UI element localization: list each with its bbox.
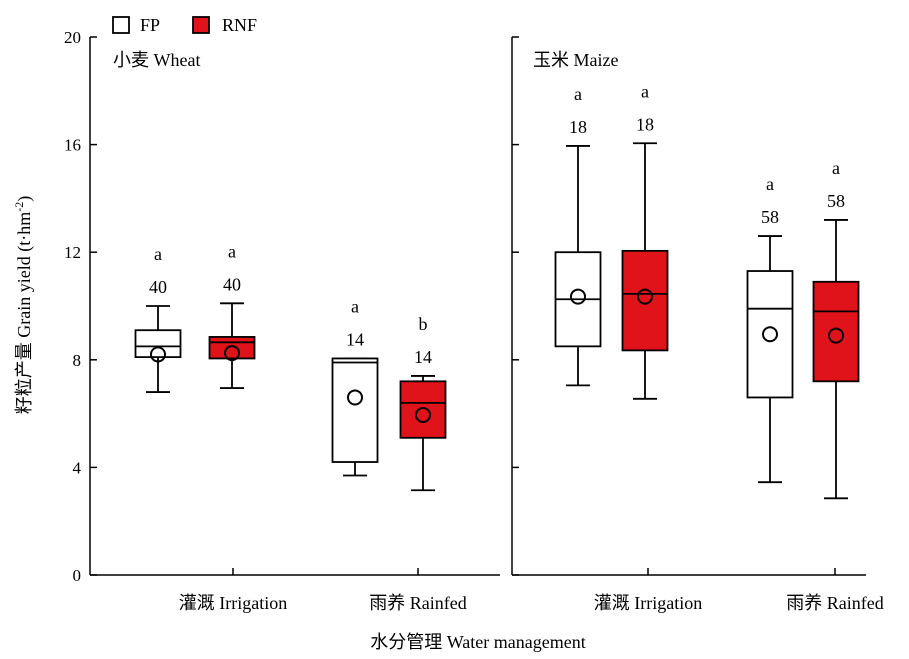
mean-marker — [224, 345, 240, 362]
y-tick-label: 20 — [64, 28, 81, 47]
significance-letter: b — [419, 314, 428, 334]
box-iqr — [331, 357, 379, 463]
x-tick-label: 灌溉 Irrigation — [594, 593, 702, 613]
significance-letter: a — [228, 241, 236, 261]
panel-maize: 玉米 Maize 灌溉 Irrigation 18 a 18 a 雨养 Rainfed 58 a… — [511, 36, 884, 613]
mean-marker — [828, 327, 844, 344]
panel-wheat: 0 4 8 12 16 20 小麦 Wheat 灌溉 Irrigation 40 a 40 a 雨养 R… — [64, 28, 500, 613]
panel-title: 小麦 Wheat — [113, 50, 200, 70]
y-tick-label: 12 — [64, 243, 81, 262]
x-axis-label: 水分管理 Water management — [370, 632, 585, 652]
x-tick-label: 雨养 Rainfed — [369, 593, 466, 613]
x-tick-label: 雨养 Rainfed — [786, 593, 883, 613]
box-rnf: 14 b — [399, 314, 447, 492]
sample-size-label: 58 — [761, 207, 779, 227]
significance-letter: a — [154, 244, 162, 264]
mean-marker — [570, 288, 586, 305]
y-tick-label: 16 — [64, 136, 81, 155]
box-iqr — [399, 380, 447, 439]
panels: 0 4 8 12 16 20 小麦 Wheat 灌溉 Irrigation 40 a 40 a 雨养 R… — [64, 28, 884, 613]
box-rnf: 58 a — [812, 158, 860, 500]
significance-letter: a — [641, 81, 649, 101]
mean-marker — [347, 389, 363, 406]
sample-size-label: 40 — [223, 274, 241, 294]
legend-label-rnf: RNF — [222, 15, 257, 35]
box-fp: 58 a — [746, 174, 794, 484]
sample-size-label: 14 — [346, 329, 364, 349]
box-iqr — [208, 336, 256, 360]
box-rnf: 40 a — [208, 241, 256, 389]
mean-marker — [150, 346, 166, 363]
y-tick-label: 4 — [73, 458, 82, 477]
significance-letter: a — [574, 84, 582, 104]
legend: FP RNF — [112, 15, 257, 35]
significance-letter: a — [766, 174, 774, 194]
significance-letter: a — [832, 158, 840, 178]
sample-size-label: 18 — [569, 117, 587, 137]
significance-letter: a — [351, 296, 359, 316]
mean-marker — [637, 288, 653, 305]
y-tick-label: 0 — [73, 566, 82, 585]
y-axis-label: 籽粒产量 Grain yield (t·hm-2) — [12, 196, 35, 414]
box-fp: 40 a — [134, 244, 182, 393]
box-iqr — [134, 329, 182, 359]
sample-size-label: 18 — [636, 114, 654, 134]
box-rnf: 18 a — [621, 81, 669, 400]
sample-size-label: 40 — [149, 277, 167, 297]
x-tick-label: 灌溉 Irrigation — [179, 593, 287, 613]
mean-marker — [762, 326, 778, 343]
box-iqr — [746, 270, 794, 399]
legend-swatch-rnf — [192, 16, 210, 34]
sample-size-label: 14 — [414, 347, 432, 367]
legend-label-fp: FP — [140, 15, 160, 35]
box-iqr — [621, 249, 669, 352]
box-fp: 18 a — [554, 84, 602, 387]
y-axis-label-superscript: -2 — [12, 202, 26, 212]
box-fp: 14 a — [331, 296, 379, 477]
sample-size-label: 58 — [827, 191, 845, 211]
y-tick-label: 8 — [73, 351, 82, 370]
box-iqr — [812, 280, 860, 383]
mean-marker — [415, 406, 431, 423]
panel-title: 玉米 Maize — [533, 50, 618, 70]
legend-swatch-fp — [112, 16, 130, 34]
